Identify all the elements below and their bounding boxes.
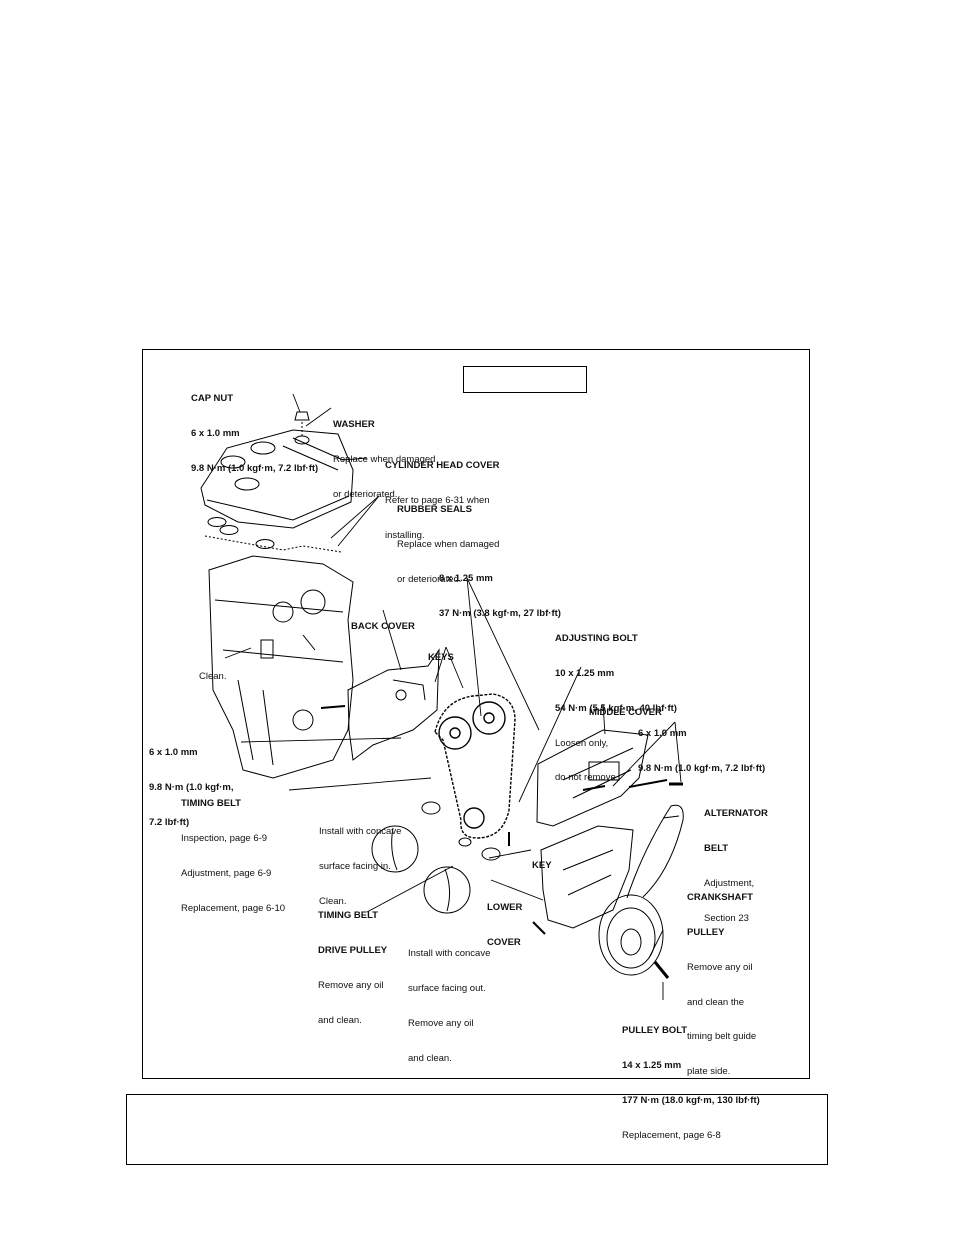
label-keys: KEYS <box>428 629 454 687</box>
label-line: and clean. <box>318 1014 362 1026</box>
label-line: COVER <box>487 936 521 948</box>
label-cap-nut: CAP NUT 6 x 1.0 mm 9.8 N·m (1.0 kgf·m, 7… <box>191 370 318 498</box>
label-cylinder-head-cover: CYLINDER HEAD COVER Refer to page 6-31 w… <box>385 437 500 565</box>
label-clean: Clean. <box>199 648 226 706</box>
drive-pulley-shape <box>421 801 501 861</box>
label-line: Refer to page 6-31 when <box>385 494 490 506</box>
label-line: Replacement, page 6-8 <box>622 1129 721 1141</box>
label-heading: CRANKSHAFT <box>687 892 753 904</box>
label-line: Adjustment, page 6-9 <box>181 867 272 879</box>
label-adjusting-bolt: ADJUSTING BOLT 10 x 1.25 mm 54 N·m (5.5 … <box>555 610 677 807</box>
detail-circles <box>371 825 471 914</box>
label-line: Install with concave <box>319 826 402 838</box>
diagram-frame: CAP NUT 6 x 1.0 mm 9.8 N·m (1.0 kgf·m, 7… <box>142 349 810 1141</box>
label-heading: RUBBER SEALS <box>397 504 472 516</box>
label-timing-belt-drive-pulley: TIMING BELT DRIVE PULLEY Remove any oil … <box>318 887 387 1049</box>
label-line: 10 x 1.25 mm <box>555 667 615 679</box>
label-line: Section 23 <box>704 912 749 924</box>
label-line: Replacement, page 6-10 <box>181 902 286 914</box>
caption-box <box>126 1094 828 1165</box>
label-line: and clean the <box>687 996 745 1008</box>
label-line: Replace when damaged <box>333 453 436 465</box>
label-heading: TIMING BELT <box>318 910 378 922</box>
leader-lines <box>224 393 682 1000</box>
label-line: Inspection, page 6-9 <box>181 832 268 844</box>
diagram-title-box <box>463 366 587 393</box>
label-heading: 8 x 1.25 mm <box>439 573 493 585</box>
label-heading: PULLEY BOLT <box>622 1025 688 1037</box>
label-line: Clean. <box>319 895 347 907</box>
label-heading: 6 x 1.0 mm <box>638 728 687 740</box>
label-line: Remove any oil <box>408 1017 474 1029</box>
label-line: 9.8 N·m (1.0 kgf·m, 7.2 lbf·ft) <box>191 462 319 474</box>
label-line: PULLEY <box>687 926 725 938</box>
label-line: Replace when damaged <box>397 538 500 550</box>
label-line: timing belt guide <box>687 1031 757 1043</box>
label-key: KEY <box>532 837 552 895</box>
bolts-shape <box>320 705 683 979</box>
back-cover-shape <box>347 648 440 761</box>
label-heading: ADJUSTING BOLT <box>555 633 638 645</box>
lower-cover-shape <box>540 825 634 929</box>
label-line: 6 x 1.0 mm <box>191 427 240 439</box>
label-install-in: Install with concave surface facing in. … <box>319 803 401 931</box>
label-timing-belt: TIMING BELT Inspection, page 6-9 Adjustm… <box>181 775 285 937</box>
label-bolt-6-left: 6 x 1.0 mm 9.8 N·m (1.0 kgf·m, 7.2 lbf·f… <box>149 724 233 852</box>
label-line: Clean. <box>199 671 227 683</box>
rubber-seals-shape <box>204 517 342 553</box>
label-heading: TIMING BELT <box>181 798 241 810</box>
label-line: Adjustment, <box>704 877 755 889</box>
label-heading: 6 x 1.0 mm <box>149 747 198 759</box>
label-line: Loosen only, <box>555 737 609 749</box>
label-heading: MIDDLE COVER <box>589 707 662 719</box>
label-heading: CYLINDER HEAD COVER <box>385 460 500 472</box>
label-line: surface facing out. <box>408 982 486 994</box>
label-line: Remove any oil <box>687 961 753 973</box>
label-line: DRIVE PULLEY <box>318 944 388 956</box>
label-line: do not remove. <box>555 772 619 784</box>
label-line: installing. <box>385 529 425 541</box>
label-heading: WASHER <box>333 419 375 431</box>
label-line: BELT <box>704 842 729 854</box>
label-line: Install with concave <box>408 948 491 960</box>
label-heading: CAP NUT <box>191 393 234 405</box>
label-line: 37 N·m (3.8 kgf·m, 27 lbf·ft) <box>439 607 561 619</box>
label-pulley-bolt: PULLEY BOLT 14 x 1.25 mm 177 N·m (18.0 k… <box>622 1002 760 1164</box>
label-line: 9.8 N·m (1.0 kgf·m, 7.2 lbf·ft) <box>638 762 766 774</box>
label-bolt-6-right: 6 x 1.0 mm 9.8 N·m (1.0 kgf·m, 7.2 lbf·f… <box>638 705 765 798</box>
label-line: and clean. <box>408 1052 452 1064</box>
timing-belt-shape <box>434 693 516 839</box>
label-heading: LOWER <box>487 902 523 914</box>
label-heading: ALTERNATOR <box>704 808 768 820</box>
label-alternator-belt: ALTERNATOR BELT Adjustment, Section 23 <box>704 785 768 947</box>
engine-block-shape <box>208 555 354 779</box>
label-line: 54 N·m (5.5 kgf·m, 40 lbf·ft) <box>555 702 677 714</box>
label-rubber-seals: RUBBER SEALS Replace when damaged or det… <box>397 481 499 609</box>
label-washer: WASHER Replace when damaged or deteriora… <box>333 396 435 524</box>
label-install-out: Install with concave surface facing out.… <box>408 925 490 1087</box>
label-crankshaft-pulley: CRANKSHAFT PULLEY Remove any oil and cle… <box>687 869 756 1101</box>
label-line: plate side. <box>687 1066 731 1078</box>
label-line: 9.8 N·m (1.0 kgf·m, <box>149 781 234 793</box>
cylinder-head-cover-shape <box>200 429 354 529</box>
label-middle-cover: MIDDLE COVER <box>589 684 662 742</box>
label-line: 177 N·m (18.0 kgf·m, 130 lbf·ft) <box>622 1094 760 1106</box>
label-heading: KEYS <box>428 652 454 664</box>
crankshaft-pulley-shape <box>598 804 684 976</box>
label-heading: KEY <box>532 860 552 872</box>
label-line: or deteriorated. <box>333 488 398 500</box>
label-lower-cover: LOWER COVER <box>487 879 522 972</box>
engine-illustration <box>200 393 684 1000</box>
label-heading: BACK COVER <box>351 621 415 633</box>
label-line: 7.2 lbf·ft) <box>149 816 190 828</box>
label-line: surface facing in. <box>319 860 391 872</box>
label-line: or deteriorated. <box>397 573 462 585</box>
label-line: Remove any oil <box>318 979 384 991</box>
cap-nut-shape <box>294 411 310 445</box>
label-back-cover: BACK COVER <box>351 598 415 656</box>
label-bolt-8: 8 x 1.25 mm 37 N·m (3.8 kgf·m, 27 lbf·ft… <box>439 550 561 643</box>
label-line: 14 x 1.25 mm <box>622 1059 682 1071</box>
